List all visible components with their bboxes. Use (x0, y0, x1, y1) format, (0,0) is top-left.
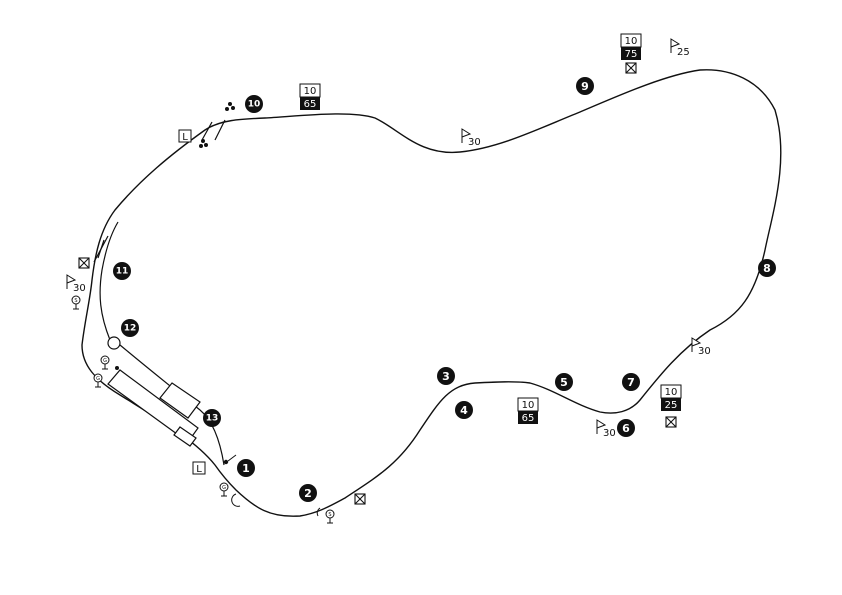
signal-post-icon: G (100, 355, 110, 370)
corner-marker-3: 3 (437, 367, 455, 385)
l-box-label: L (196, 464, 202, 475)
corner-marker-5: 5 (555, 373, 573, 391)
corner-marker-9: 9 (576, 77, 594, 95)
corner-marker-label: 5 (560, 376, 568, 389)
l-box: L (178, 129, 192, 143)
start-line-2 (97, 239, 105, 259)
l-box-label: L (182, 132, 188, 143)
corner-marker-label: 2 (304, 487, 312, 500)
signal-post-letter: G (222, 485, 226, 491)
signal-post-icon: S (71, 295, 81, 310)
corner-marker-label: 4 (460, 404, 468, 417)
signal-posts: S G S G G (71, 295, 335, 524)
speed-sign-top: 10 (522, 400, 535, 411)
flag-sign: 30 (66, 274, 86, 294)
signal-post-icon: G (219, 482, 229, 497)
corner-marker-label: 8 (763, 262, 771, 275)
flag-sign-label: 30 (468, 137, 481, 148)
corner-marker-label: 3 (442, 370, 450, 383)
corner-marker-6: 6 (617, 419, 635, 437)
grid-line (201, 121, 213, 141)
curb-arc-2 (316, 507, 321, 517)
corner-marker-label: 1 (242, 462, 250, 475)
track-line (81, 69, 782, 517)
flag-sign-label: 30 (698, 346, 711, 357)
grid-line-2 (214, 119, 226, 141)
corner-marker-label: 9 (581, 80, 589, 93)
l-boxes: LL (178, 129, 206, 475)
speed-sign-top: 10 (304, 86, 317, 97)
speed-sign-bottom: 75 (625, 49, 638, 60)
pit-lane-line (99, 221, 119, 341)
corner-marker-12: 12 (121, 319, 139, 337)
corner-marker-label: 11 (116, 267, 129, 277)
corner-marker-8: 8 (758, 259, 776, 277)
flag-sign: 30 (596, 419, 616, 439)
flag-sign: 25 (670, 38, 690, 58)
spectator-dots (115, 102, 237, 465)
signal-post-letter: G (103, 358, 107, 364)
flag-signs: 30 25 30 30 30 (66, 38, 711, 439)
corner-marker-11: 11 (113, 262, 131, 280)
corner-marker-13: 13 (203, 409, 221, 427)
speed-sign-bottom: 65 (522, 413, 535, 424)
signal-post-letter: S (74, 298, 77, 304)
marshal-posts (78, 62, 677, 505)
corner-marker-10: 10 (245, 95, 263, 113)
flag-sign: 30 (461, 128, 481, 148)
marshal-post-icon (354, 493, 366, 505)
signal-post-letter: S (328, 512, 331, 518)
corner-marker-7: 7 (622, 373, 640, 391)
marshal-post-icon (625, 62, 637, 74)
corner-marker-label: 6 (622, 422, 630, 435)
signal-post-icon: S (325, 509, 335, 524)
speed-sign-top: 10 (625, 36, 638, 47)
corner-marker-label: 10 (248, 100, 261, 110)
marshal-post-icon (665, 416, 677, 428)
speed-sign-bottom: 65 (304, 99, 317, 110)
flag-sign: 30 (691, 337, 711, 357)
flag-sign-label: 25 (677, 47, 690, 58)
corner-marker-2: 2 (299, 484, 317, 502)
flag-sign-label: 30 (603, 428, 616, 439)
signal-post-letter: G (96, 376, 100, 382)
l-box: L (192, 461, 206, 475)
corner-marker-label: 12 (124, 324, 137, 334)
corner-marker-4: 4 (455, 401, 473, 419)
signal-post-icon: G (93, 373, 103, 388)
corner-marker-1: 1 (237, 459, 255, 477)
pit-buildings (107, 369, 201, 447)
flag-sign-label: 30 (73, 283, 86, 294)
speed-sign-top: 10 (665, 387, 678, 398)
speed-sign-bottom: 25 (665, 400, 678, 411)
corner-marker-label: 7 (627, 376, 635, 389)
curb-arc (231, 493, 241, 507)
marshal-post-icon (78, 257, 90, 269)
turn-12-circle (107, 336, 121, 350)
corner-marker-label: 13 (206, 414, 219, 424)
